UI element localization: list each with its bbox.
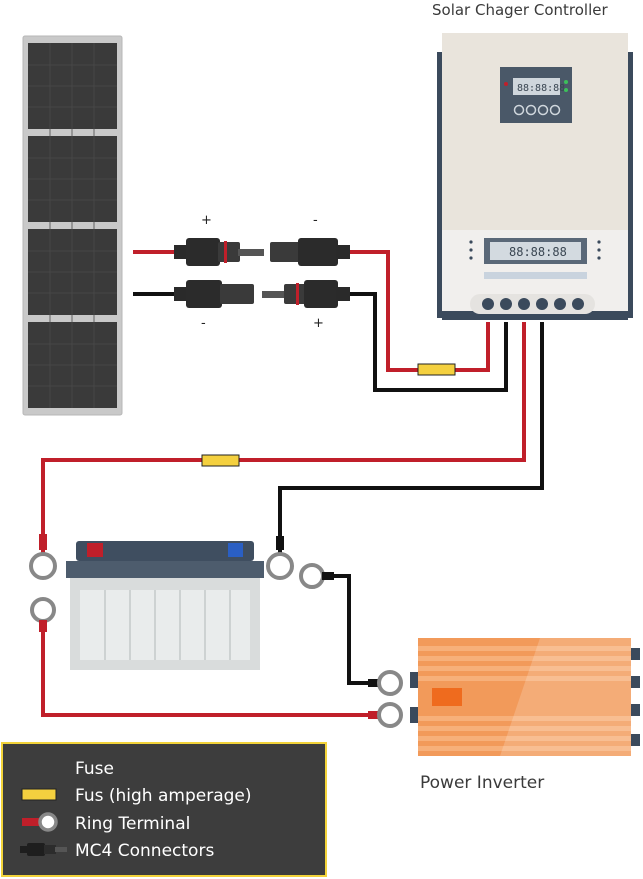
- controller-fuse: [417, 363, 456, 376]
- controller-terminal-3: [518, 298, 530, 310]
- mc4-connector-top-left: [174, 238, 264, 266]
- inverter-positive-wire: [41, 622, 378, 717]
- controller-terminal-5: [554, 298, 566, 310]
- controller-mid-display: 88:88:88: [509, 245, 567, 259]
- pv-negative-to-controller-wire: [350, 292, 508, 392]
- power-inverter: [410, 638, 640, 756]
- legend-high-amp-fuse-icon: [21, 788, 57, 801]
- mc4-sign-top-left: +: [201, 213, 212, 228]
- mc4-sign-bottom-left: -: [201, 316, 206, 331]
- solar-grid: [28, 43, 117, 408]
- inverter-negative-wire: [325, 574, 378, 685]
- controller-title: Solar Chager Controller: [432, 1, 608, 19]
- inverter-display: [432, 688, 462, 706]
- ring-terminal-inverter-positive: [368, 702, 403, 728]
- inverter-title: Power Inverter: [420, 773, 544, 793]
- battery: [66, 541, 264, 670]
- battery-fuse: [201, 454, 240, 467]
- controller-top-button-3: [537, 104, 549, 116]
- pv-positive-to-controller-wire: [350, 250, 490, 372]
- mc4-sign-bottom-right: +: [313, 316, 324, 331]
- controller-top-display: 88:88:88: [517, 83, 565, 94]
- controller-terminal-2: [500, 298, 512, 310]
- legend-label-high-amp-fuse: Fus (high amperage): [75, 786, 252, 806]
- mc4-connector-top-right: [270, 238, 350, 266]
- legend-mc4-connector-icon: [20, 843, 67, 856]
- controller-top-button-1: [513, 104, 525, 116]
- ring-terminal-battery-negative-top: [266, 536, 294, 580]
- mc4-connector-bottom-right: [262, 280, 350, 308]
- mc4-sign-top-right: -: [313, 213, 318, 228]
- legend-label-fuse: Fuse: [75, 759, 114, 779]
- battery-negative-wire: [278, 322, 544, 555]
- ring-terminal-inverter-negative: [368, 670, 403, 696]
- battery-negative-post: [228, 543, 243, 557]
- mc4-connector-bottom-left: [174, 280, 254, 308]
- battery-positive-post: [87, 543, 103, 557]
- legend-label-mc4-connectors: MC4 Connectors: [75, 841, 214, 861]
- battery-positive-wire: [41, 322, 526, 555]
- legend-ring-terminal-icon: [22, 812, 58, 832]
- controller-top-button-2: [525, 104, 537, 116]
- legend: Fuse Fus (high amperage) Ring Terminal M…: [1, 742, 327, 877]
- controller-terminal-1: [482, 298, 494, 310]
- controller-top-button-4: [549, 104, 561, 116]
- solar-charge-controller: 88:88:88 88:88:88: [437, 33, 633, 320]
- ring-terminal-battery-positive-bottom: [30, 597, 56, 632]
- legend-label-ring-terminal: Ring Terminal: [75, 814, 190, 834]
- controller-terminal-4: [536, 298, 548, 310]
- controller-terminal-6: [572, 298, 584, 310]
- ring-terminal-battery-positive-top: [29, 534, 57, 580]
- ring-terminal-battery-negative-side: [299, 563, 334, 589]
- solar-panel: [22, 35, 123, 416]
